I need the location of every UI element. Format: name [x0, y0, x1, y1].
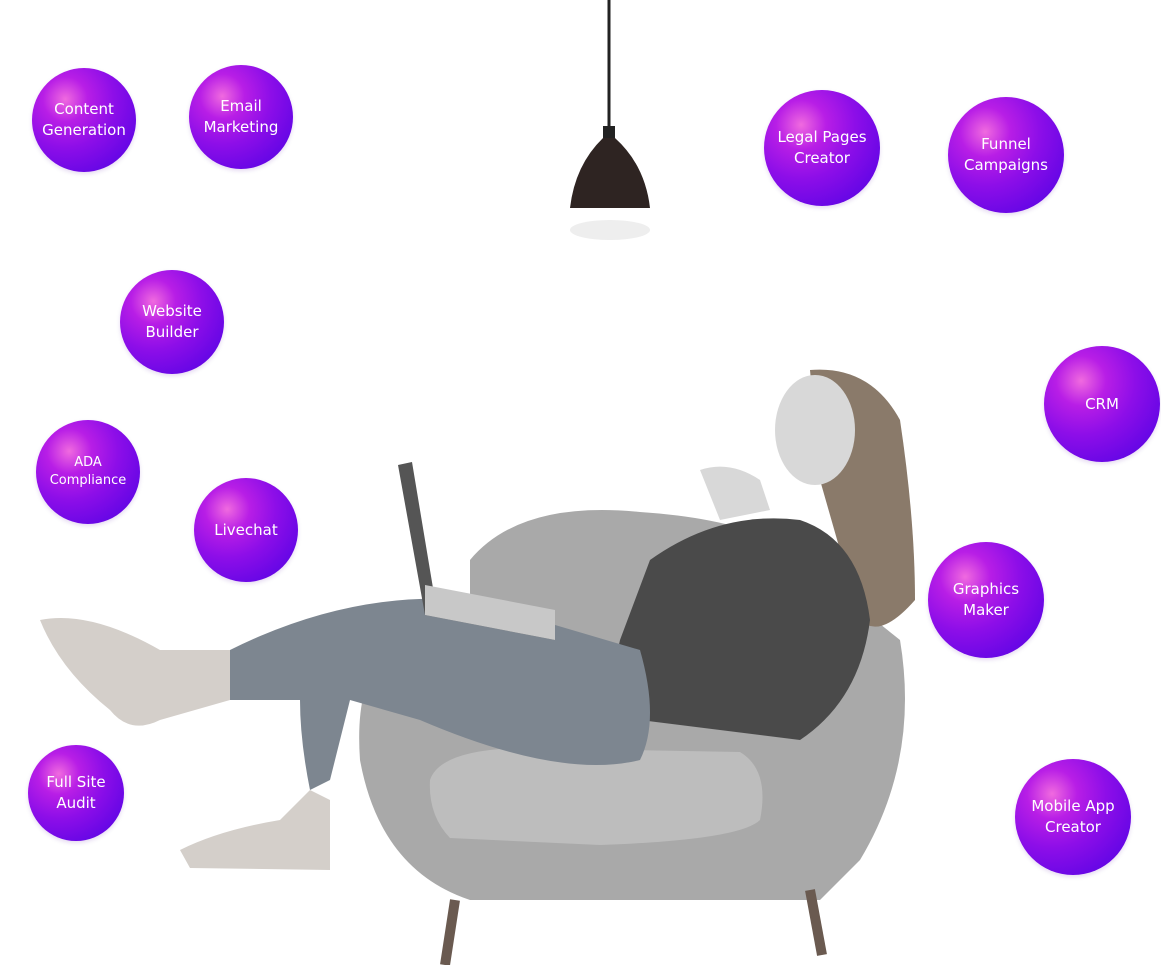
bubble-label: Mobile App Creator [1031, 797, 1115, 836]
bubble-label: Livechat [214, 520, 278, 539]
bubble-mobile-app-creator[interactable]: Mobile App Creator [1015, 759, 1131, 875]
bubble-label: Funnel Campaigns [963, 135, 1048, 174]
bubble-website-builder[interactable]: Website Builder [120, 270, 224, 374]
bubble-label: ADA Compliance [49, 454, 127, 488]
bubble-label: Legal Pages Creator [777, 128, 867, 167]
woman [40, 369, 915, 870]
bubble-label: Content Generation [42, 100, 126, 139]
bubble-full-site-audit[interactable]: Full Site Audit [28, 745, 124, 841]
bubble-livechat[interactable]: Livechat [194, 478, 298, 582]
bubble-label: CRM [1085, 394, 1119, 413]
bubble-crm[interactable]: CRM [1044, 346, 1160, 462]
bubble-ada-compliance[interactable]: ADA Compliance [36, 420, 140, 524]
bubble-label: Graphics Maker [952, 580, 1020, 619]
bubble-label: Full Site Audit [46, 773, 106, 812]
bubble-funnel-campaigns[interactable]: Funnel Campaigns [948, 97, 1064, 213]
bubble-legal-pages-creator[interactable]: Legal Pages Creator [764, 90, 880, 206]
bubble-label: Website Builder [142, 302, 202, 341]
bubble-email-marketing[interactable]: Email Marketing [189, 65, 293, 169]
bubble-graphics-maker[interactable]: Graphics Maker [928, 542, 1044, 658]
bubble-label: Email Marketing [203, 97, 279, 136]
bubble-content-generation[interactable]: Content Generation [32, 68, 136, 172]
pendant-lamp [570, 0, 650, 240]
